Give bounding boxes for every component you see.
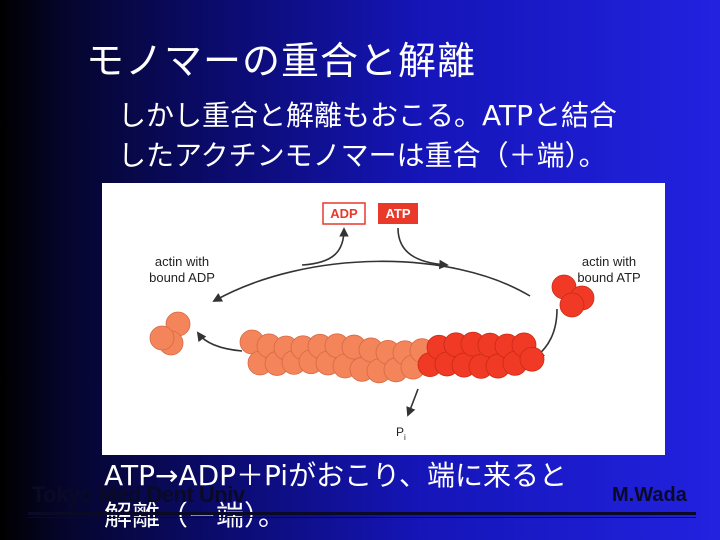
left-label-line-2: bound ADP <box>149 270 215 285</box>
adp-release-arrow <box>301 227 349 266</box>
pi-label: P <box>396 425 404 439</box>
bottom-line-2: 解離（ー端）。 <box>104 499 287 532</box>
body-text: しかし重合と解離もおこる。ATPと結合 したアクチンモノマーは重合（＋端）。 <box>118 96 708 176</box>
actin-treadmilling-diagram: ADP ATP actin with bound ADP actin with … <box>102 183 665 455</box>
atp-badge: ATP <box>378 203 418 224</box>
free-atp-monomer <box>551 274 595 318</box>
atp-subunit <box>519 346 545 372</box>
pi-subscript: i <box>404 433 406 442</box>
right-label-line-1: actin with <box>582 254 636 269</box>
body-line-2: したアクチンモノマーは重合（＋端）。 <box>118 139 607 172</box>
adp-badge: ADP <box>322 202 366 225</box>
body-line-1: しかし重合と解離もおこる。ATPと結合 <box>118 99 617 132</box>
atp-exchange-arrow <box>397 227 449 270</box>
recycling-arc-arrow <box>212 260 531 302</box>
adp-badge-text: ADP <box>330 206 358 221</box>
right-label-line-2: bound ATP <box>577 270 640 285</box>
footer-institution: Tokyo Med Dent Univ <box>32 482 245 507</box>
footer-rule <box>28 512 696 515</box>
bottom-line-1: ATP→ADP＋Piがおこり、端に来ると <box>104 459 567 492</box>
footer-rule-thin <box>28 517 696 518</box>
free-adp-monomer <box>149 311 191 356</box>
slide-title: モノマーの重合と解離 <box>86 39 477 83</box>
pi-release-arrow <box>406 388 419 417</box>
bottom-text: ATP→ADP＋Piがおこり、端に来ると 解離（ー端）。 <box>104 456 714 536</box>
minus-end-arrow <box>196 331 243 352</box>
actin-filament <box>239 329 545 384</box>
footer-author: M.Wada <box>612 484 687 506</box>
left-label-line-1: actin with <box>155 254 209 269</box>
atp-badge-text: ATP <box>385 206 410 221</box>
